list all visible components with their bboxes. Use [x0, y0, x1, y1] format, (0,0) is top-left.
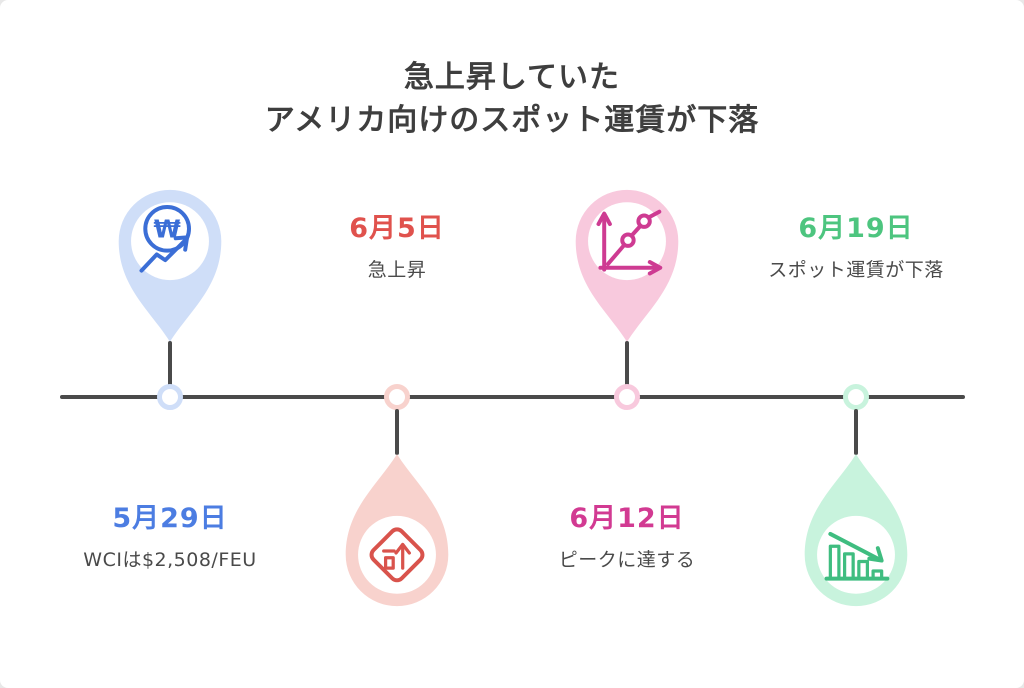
map-pin-marker	[804, 454, 908, 607]
event-labels: 6月12日 ピークに達する	[477, 502, 777, 573]
event-date: 6月12日	[569, 503, 685, 534]
event-date: 6月19日	[798, 213, 914, 244]
map-pin-marker	[345, 454, 449, 607]
timeline-node	[843, 384, 869, 410]
map-pin-marker	[575, 189, 679, 342]
event-description: スポット運賃が下落	[768, 259, 944, 281]
pin-connector	[854, 409, 858, 455]
timeline-node	[384, 384, 410, 410]
map-pin-marker: ₩	[118, 189, 222, 342]
pin-connector	[168, 341, 172, 386]
page-title-line1: 急上昇していた	[403, 60, 621, 95]
event-labels: 6月19日 スポット運賃が下落	[706, 212, 1006, 283]
event-description: WCIは$2,508/FEU	[83, 549, 257, 571]
pin-connector	[625, 341, 629, 386]
timeline-node	[614, 384, 640, 410]
page-title-line2: アメリカ向けのスポット運賃が下落	[264, 103, 760, 138]
won-currency-growth-icon: ₩	[139, 204, 191, 273]
declining-bar-chart-icon	[824, 531, 890, 581]
timeline-axis	[60, 395, 965, 399]
event-date: 5月29日	[112, 503, 228, 534]
line-chart-peak-icon	[596, 209, 663, 276]
event-labels: 6月5日 急上昇	[247, 212, 547, 283]
pin-connector	[395, 409, 399, 455]
event-description: ピークに達する	[558, 549, 696, 571]
event-date: 6月5日	[349, 213, 445, 244]
rise-ahead-sign-icon	[369, 527, 425, 583]
event-description: 急上昇	[367, 259, 427, 281]
timeline-node	[157, 384, 183, 410]
page-title: 急上昇していた アメリカ向けのスポット運賃が下落	[0, 56, 1024, 142]
event-labels: 5月29日 WCIは$2,508/FEU	[20, 502, 320, 573]
